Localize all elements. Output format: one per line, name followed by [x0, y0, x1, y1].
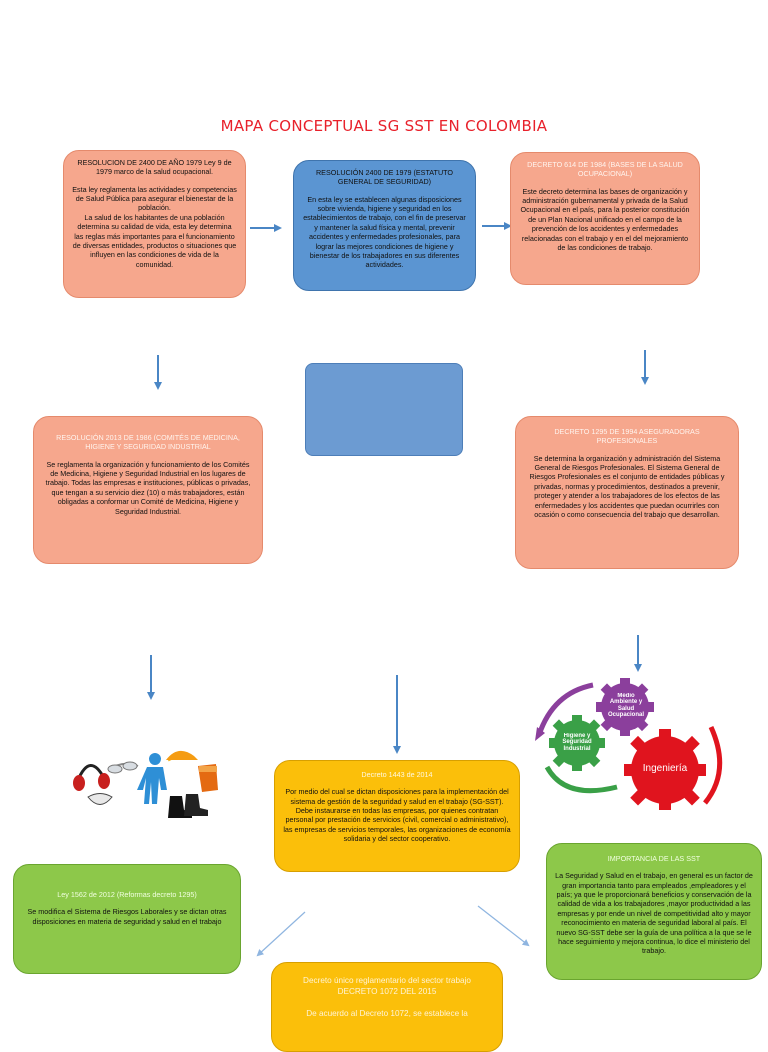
gloves-icon [198, 764, 218, 792]
node-decreto-614: DECRETO 614 DE 1984 (BASES DE LA SALUD O… [510, 152, 700, 285]
arrow-1072-to-ley1562 [256, 911, 306, 957]
center-box [305, 363, 463, 456]
node-title: Ley 1562 de 2012 (Reformas decreto 1295) [57, 890, 197, 899]
node-title: DECRETO 614 DE 1984 (BASES DE LA SALUD O… [527, 160, 683, 179]
ear-muffs-icon [73, 764, 110, 791]
gear-right-label: Ingeniería [642, 763, 688, 774]
node-body: De acuerdo al Decreto 1072, se establece… [306, 1008, 468, 1018]
node-title: Decreto único reglamentario del sector t… [303, 976, 471, 997]
node-body: Este decreto determina las bases de orga… [520, 186, 690, 252]
safety-equipment-illustration [73, 750, 218, 818]
connector-arrows [147, 222, 649, 957]
page-title: MAPA CONCEPTUAL SG SST EN COLOMBIA [220, 117, 548, 135]
node-title: RESOLUCIÓN 2400 DE 1979 (ESTATUTO GENERA… [315, 168, 453, 187]
node-body: Se determina la organización y administr… [529, 453, 725, 519]
node-decreto-1443: Decreto 1443 de 2014 Por medio del cual … [274, 760, 520, 872]
node-title: RESOLUCIÓN 2013 DE 1986 (COMITÉS DE MEDI… [56, 433, 240, 452]
node-resolucion-2013: RESOLUCIÓN 2013 DE 1986 (COMITÉS DE MEDI… [33, 416, 263, 564]
node-title: IMPORTANCIA DE LAS SST [607, 854, 701, 863]
node-resolucion-2400-estatuto: RESOLUCIÓN 2400 DE 1979 (ESTATUTO GENERA… [293, 160, 476, 291]
node-decreto-1295: DECRETO 1295 DE 1994 ASEGURADORAS PROFES… [515, 416, 739, 569]
curved-arrow-red [703, 725, 723, 805]
node-ley-1562: Ley 1562 de 2012 (Reformas decreto 1295)… [13, 864, 241, 974]
safety-glasses-icon [107, 761, 139, 774]
curved-arrow-green [544, 765, 618, 794]
hard-hat-icon [164, 750, 198, 760]
node-resolucion-2400-ley9: RESOLUCION DE 2400 DE AÑO 1979 Ley 9 de … [63, 150, 246, 298]
arrow-1072-to-importancia [477, 905, 530, 947]
node-body: La Seguridad y Salud en el trabajo, en g… [555, 871, 753, 956]
node-body: Por medio del cual se dictan disposicion… [283, 787, 511, 844]
node-body: En esta ley se establecen algunas dispos… [303, 194, 466, 270]
node-body: Se modifica el Sistema de Riesgos Labora… [27, 907, 227, 926]
node-title: Decreto 1443 de 2014 [361, 770, 433, 779]
boots-icon [168, 794, 208, 818]
node-body: Esta ley reglamenta las actividades y co… [72, 184, 237, 269]
gears-illustration: Medio Ambiente y Salud Ocupacional Higie… [535, 678, 723, 810]
curved-arrow-purple [536, 682, 594, 736]
node-body: Se reglamenta la organización y funciona… [45, 459, 251, 516]
node-title: RESOLUCION DE 2400 DE AÑO 1979 Ley 9 de … [77, 158, 232, 177]
gear-red-icon [624, 729, 706, 810]
node-decreto-1072: Decreto único reglamentario del sector t… [271, 962, 503, 1052]
node-title: DECRETO 1295 DE 1994 ASEGURADORAS PROFES… [554, 427, 700, 446]
gear-top-label: Medio Ambiente y Salud Ocupacional [607, 693, 644, 718]
mask-icon [87, 793, 113, 805]
node-importancia-sst: IMPORTANCIA DE LAS SST La Seguridad y Sa… [546, 843, 762, 980]
gear-left-label: Higiene y Seguridad Industrial [562, 733, 592, 752]
